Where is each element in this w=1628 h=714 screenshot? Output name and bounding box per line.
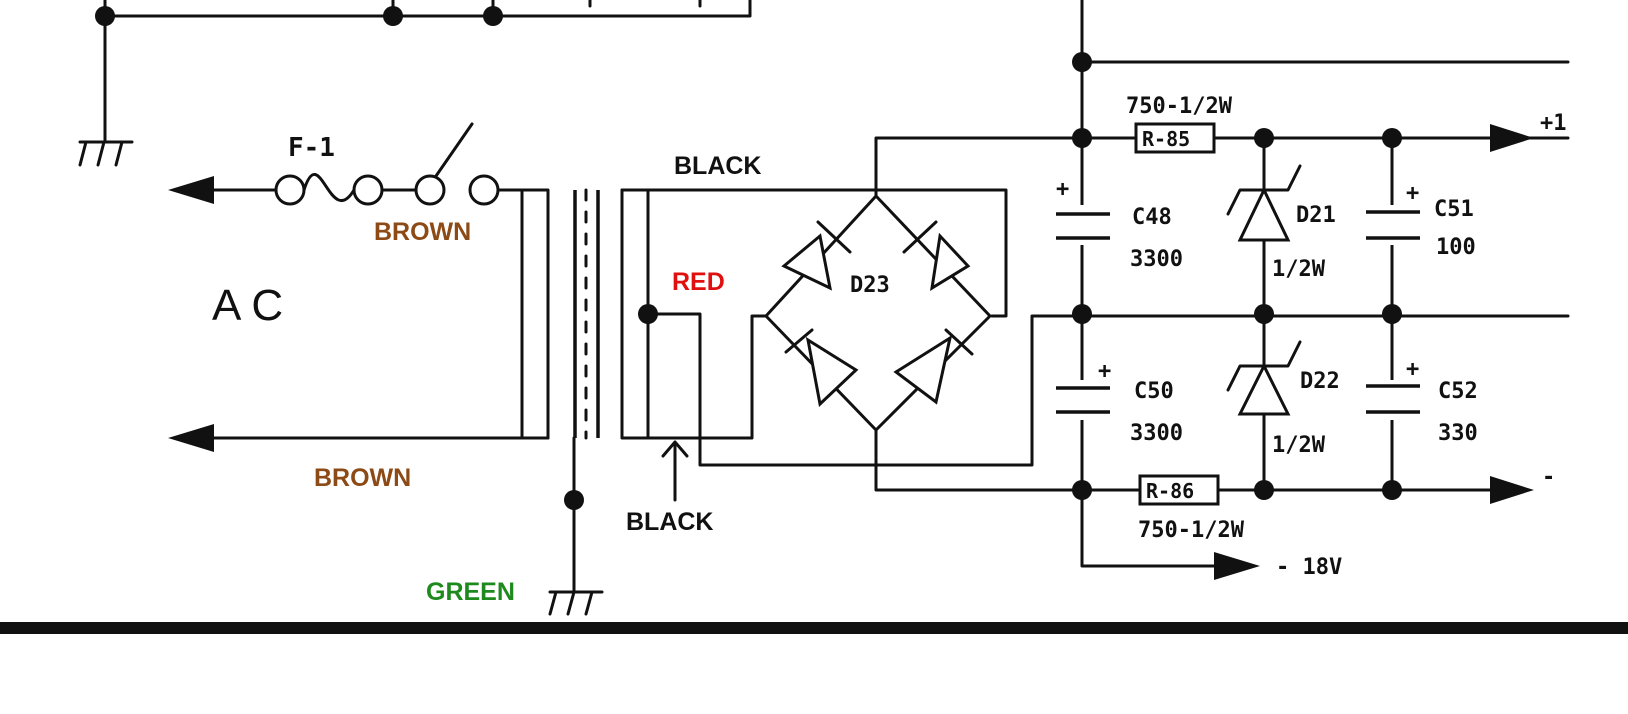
- wire-label-black-bottom: BLACK: [626, 508, 714, 536]
- d21-rating: 1/2W: [1272, 257, 1326, 282]
- d21-name: D21: [1296, 203, 1336, 228]
- capacitor-c52: [1362, 380, 1422, 420]
- c52-name: C52: [1438, 379, 1478, 404]
- resistor-r85: [1134, 122, 1216, 154]
- ac-arrow-top: [168, 176, 214, 204]
- d22-rating: 1/2W: [1272, 433, 1326, 458]
- c50-value: 3300: [1130, 421, 1183, 446]
- wire-label-red: RED: [672, 268, 725, 296]
- bridge-label: D23: [850, 273, 890, 298]
- c48-name: C48: [1132, 205, 1172, 230]
- output-positive-label: +1: [1540, 111, 1567, 136]
- neg-output-arrow: [1490, 476, 1534, 504]
- c50-plus: +: [1098, 359, 1111, 384]
- c48-value: 3300: [1130, 247, 1183, 272]
- wire-label-black-top: BLACK: [674, 152, 762, 180]
- r85-name: R-85: [1142, 127, 1190, 151]
- fuse-label: F-1: [288, 133, 335, 163]
- wire-label-green: GREEN: [426, 578, 515, 606]
- ground-symbol-bottom: [548, 590, 604, 616]
- resistor-r86: [1138, 474, 1220, 506]
- c51-plus: +: [1406, 181, 1419, 206]
- neg-rail-label: - 18V: [1276, 555, 1342, 580]
- bottom-border-bar: [0, 622, 1628, 634]
- top-left-circuit: [95, 0, 752, 142]
- ground-symbol-top-left: [78, 140, 134, 167]
- pos-output-arrow: [1490, 124, 1534, 152]
- fuse-symbol: [302, 172, 356, 202]
- wire-label-brown-bottom: BROWN: [314, 464, 411, 492]
- r85-value: 750-1/2W: [1126, 94, 1233, 119]
- wire-label-brown-top: BROWN: [374, 218, 471, 246]
- secondary-winding: [620, 188, 1570, 502]
- ac-label: AC: [212, 281, 293, 330]
- capacitor-c48: [1052, 205, 1112, 245]
- c52-value: 330: [1438, 421, 1478, 446]
- d22-name: D22: [1300, 369, 1340, 394]
- transformer: [564, 188, 600, 594]
- ac-arrow-bottom: [168, 424, 214, 452]
- c51-name: C51: [1434, 197, 1474, 222]
- r86-value: 750-1/2W: [1138, 518, 1245, 543]
- ac-input: [168, 122, 550, 452]
- zener-d22: [1226, 340, 1302, 416]
- capacitor-c51: [1362, 205, 1422, 245]
- c52-plus: +: [1406, 357, 1419, 382]
- bridge-rectifier: [764, 136, 1570, 492]
- capacitor-c50: [1052, 380, 1112, 420]
- zener-d21: [1226, 164, 1302, 242]
- switch-lever: [434, 122, 474, 178]
- r86-name: R-86: [1146, 479, 1194, 503]
- c50-name: C50: [1134, 379, 1174, 404]
- c51-value: 100: [1436, 235, 1476, 260]
- output-negative-label: -: [1542, 465, 1555, 490]
- neg-rail-arrow: [1214, 552, 1260, 580]
- pointer-arrow: [661, 440, 689, 502]
- c48-plus: +: [1056, 177, 1069, 202]
- output-section: [1052, 0, 1570, 580]
